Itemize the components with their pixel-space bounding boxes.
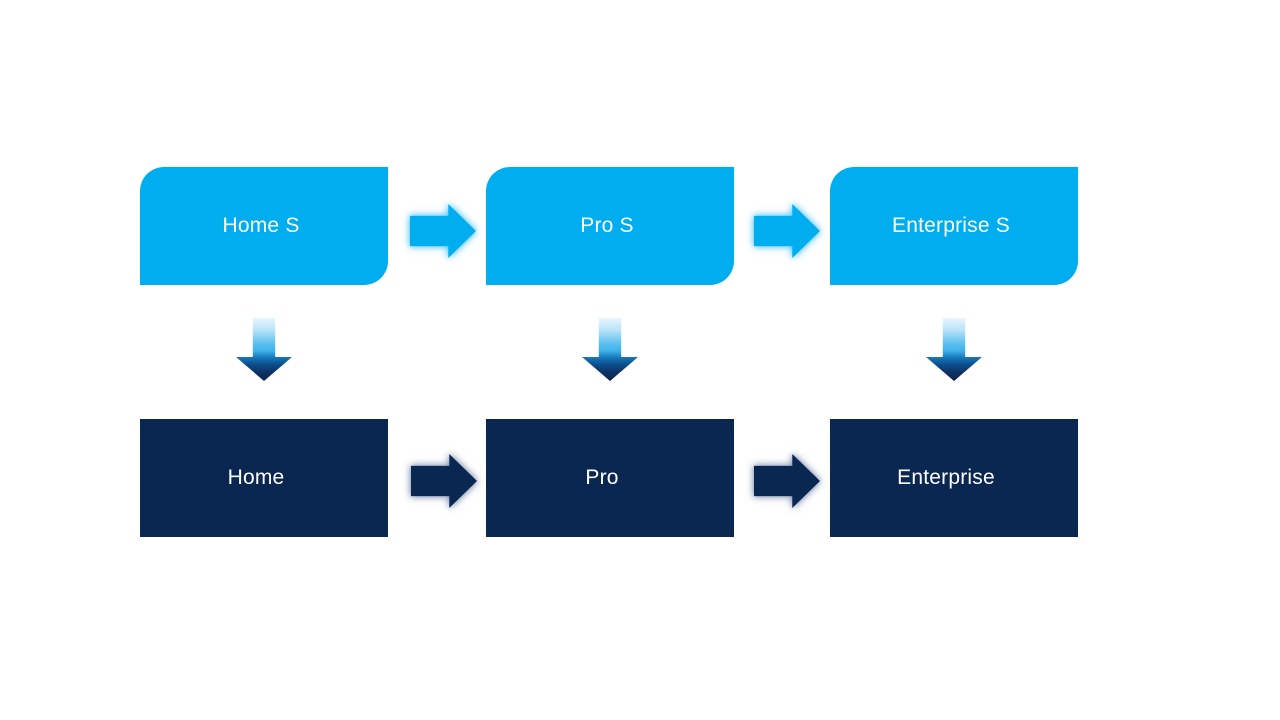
box-enterprise-s: Enterprise S [830,167,1078,285]
box-home: Home [140,419,388,537]
box-enterprise-s-label: Enterprise S [892,214,1010,237]
right-arrow-shape [410,204,476,258]
box-pro-s-label: Pro S [580,214,634,237]
box-home-s: Home S [140,167,388,285]
box-home-s-label: Home S [222,214,300,237]
box-enterprise-label: Enterprise [897,466,995,489]
right-arrow-icon [754,204,820,258]
box-pro: Pro [486,419,734,537]
right-arrow-shape [754,454,820,508]
down-arrow-icon [582,318,638,381]
down-arrow-icon [236,318,292,381]
down-arrow-icon [926,318,982,381]
box-pro-s: Pro S [486,167,734,285]
right-arrow-shape [411,454,477,508]
box-home-label: Home [227,466,285,489]
box-enterprise: Enterprise [830,419,1078,537]
right-arrow-icon [754,454,820,508]
right-arrow-shape [754,204,820,258]
right-arrow-icon [410,204,476,258]
right-arrow-icon [411,454,477,508]
box-pro-label: Pro [585,466,619,489]
